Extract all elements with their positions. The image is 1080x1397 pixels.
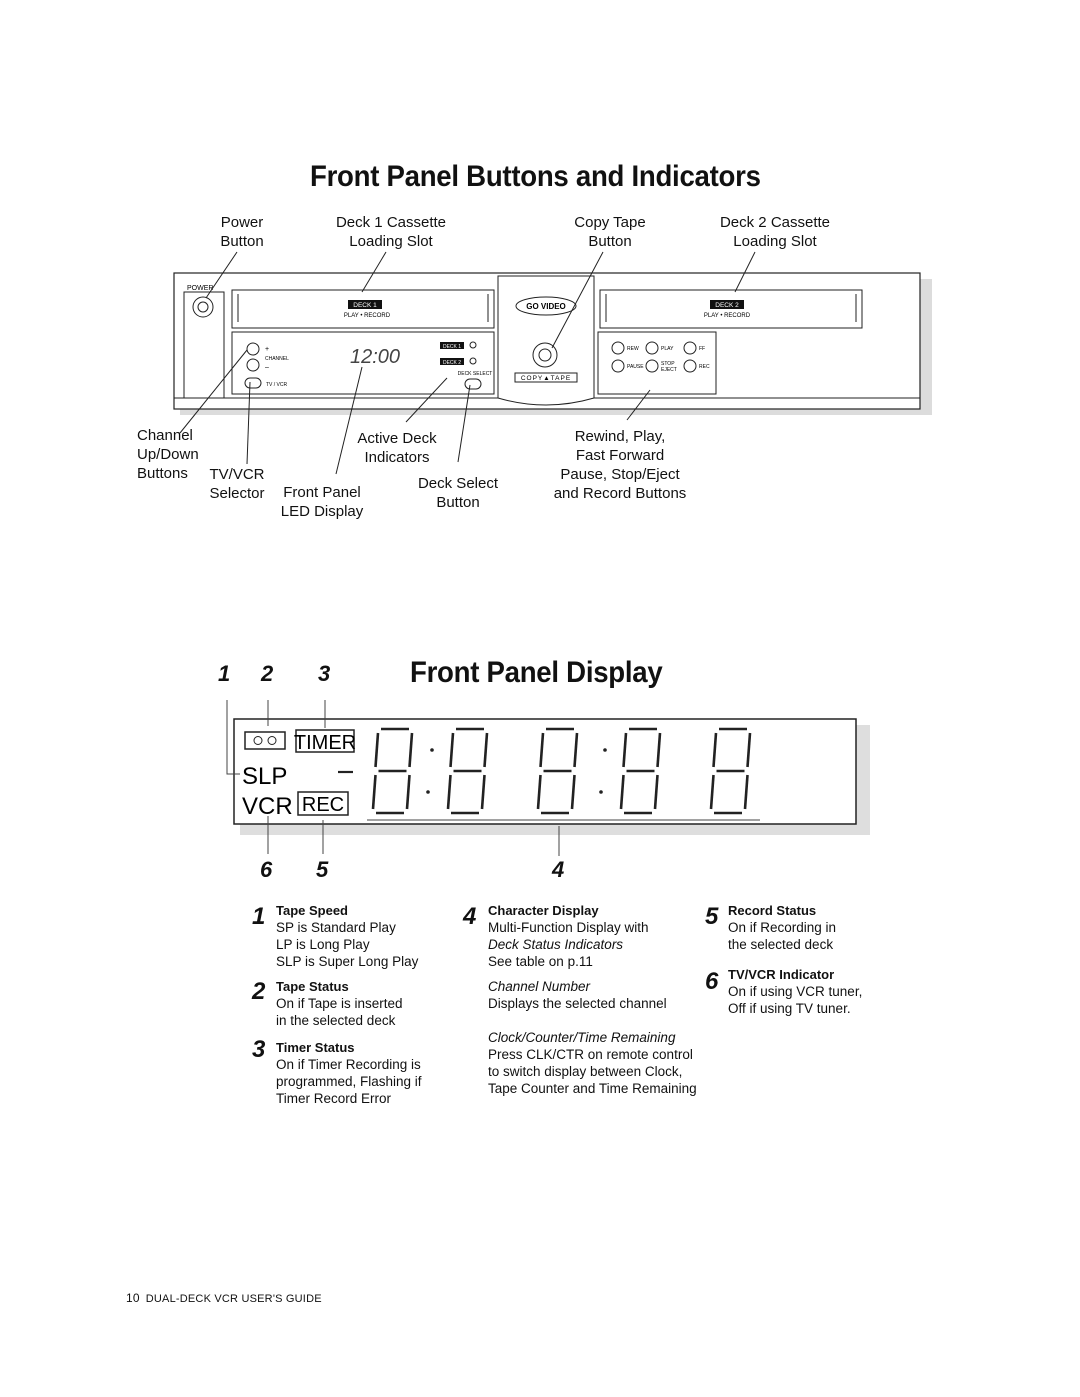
brand-logo bbox=[515, 296, 577, 316]
callout-tvvcr: TV/VCR Selector bbox=[209, 466, 265, 502]
legend-item-tape-status: Tape Status On if Tape is inserted in th… bbox=[276, 979, 403, 1028]
svg-text:FF: FF bbox=[699, 346, 705, 352]
vcr-front-panel: POWER DECK 1 PLAY • RECORD DECK 2 PLAY •… bbox=[173, 251, 932, 475]
display-marker-4: 4 bbox=[552, 857, 565, 882]
callout-power: Power Button bbox=[220, 214, 264, 250]
callout-copy-tape: Copy Tape Button bbox=[574, 214, 646, 250]
svg-text:STOP: STOP bbox=[661, 361, 675, 367]
svg-text:REC: REC bbox=[699, 364, 710, 370]
svg-text:DECK 1: DECK 1 bbox=[443, 344, 461, 350]
deck-select-button[interactable] bbox=[464, 378, 482, 390]
page-footer: 10 DUAL-DECK VCR USER'S GUIDE bbox=[126, 1291, 322, 1305]
display-marker-6: 6 bbox=[260, 857, 273, 882]
svg-text:TV / VCR: TV / VCR bbox=[266, 382, 288, 388]
display-leaders bbox=[226, 700, 760, 856]
callout-transport: Rewind, Play, Fast Forward Pause, Stop/E… bbox=[553, 428, 687, 502]
callout-deck-select: Deck Select Button bbox=[417, 475, 499, 511]
legend-item-record-status: Record Status On if Recording in the sel… bbox=[728, 903, 837, 952]
display-marker-2: 2 bbox=[261, 661, 274, 686]
rew-button[interactable] bbox=[611, 341, 625, 355]
legend-num-6: 6 bbox=[705, 968, 719, 995]
leader-lines bbox=[179, 251, 756, 475]
timer-indicator-box bbox=[295, 729, 355, 753]
callout-deck1-slot: Deck 1 Cassette Loading Slot bbox=[335, 214, 447, 250]
front-panel-display: TIMER SLP VCR REC bbox=[226, 700, 870, 856]
svg-text:COPY▲TAPE: COPY▲TAPE bbox=[521, 375, 571, 382]
timer-indicator: TIMER bbox=[294, 732, 356, 754]
channel-down-button[interactable] bbox=[246, 358, 260, 372]
callout-led-display: Front Panel LED Display bbox=[280, 484, 364, 520]
svg-text:PLAY • RECORD: PLAY • RECORD bbox=[704, 313, 751, 319]
rec-indicator-box bbox=[297, 791, 349, 816]
svg-text:PLAY • RECORD: PLAY • RECORD bbox=[344, 313, 391, 319]
ff-button[interactable] bbox=[683, 341, 697, 355]
rec-button[interactable] bbox=[683, 359, 697, 373]
footer-text: DUAL-DECK VCR USER'S GUIDE bbox=[145, 1293, 322, 1305]
svg-text:DECK 1: DECK 1 bbox=[353, 302, 377, 309]
callout-channel: Channel Up/Down Buttons bbox=[137, 427, 199, 482]
svg-text:CHANNEL: CHANNEL bbox=[265, 356, 289, 362]
led-clock: 12:00 bbox=[350, 346, 400, 368]
display-marker-3: 3 bbox=[318, 661, 331, 686]
svg-text:–: – bbox=[265, 364, 269, 371]
svg-text:+: + bbox=[265, 346, 269, 353]
power-button[interactable] bbox=[192, 296, 214, 318]
callout-active-deck: Active Deck Indicators bbox=[357, 430, 437, 466]
deck2-slot[interactable] bbox=[599, 289, 863, 329]
transport-region bbox=[597, 331, 717, 395]
svg-text:DECK 2: DECK 2 bbox=[443, 360, 461, 366]
svg-text:DECK 2: DECK 2 bbox=[715, 302, 739, 309]
stop-eject-button[interactable] bbox=[645, 359, 659, 373]
deck2-badge bbox=[710, 300, 744, 309]
svg-text:PAUSE: PAUSE bbox=[627, 364, 644, 370]
pause-button[interactable] bbox=[611, 359, 625, 373]
copy-tape-button[interactable] bbox=[532, 342, 558, 368]
play-button[interactable] bbox=[645, 341, 659, 355]
deck2-indicator bbox=[469, 357, 477, 365]
legend-item-tape-speed: Tape Speed SP is Standard Play LP is Lon… bbox=[276, 903, 419, 969]
rec-indicator: REC bbox=[302, 794, 344, 816]
channel-up-button[interactable] bbox=[246, 342, 260, 356]
legend-num-1: 1 bbox=[252, 903, 266, 930]
power-area bbox=[183, 291, 225, 399]
left-control-region bbox=[231, 331, 495, 395]
power-text: POWER bbox=[187, 285, 213, 292]
vcr-indicator: VCR bbox=[242, 793, 293, 820]
callout-deck2-slot: Deck 2 Cassette Loading Slot bbox=[719, 214, 831, 250]
slp-indicator: SLP bbox=[242, 763, 287, 790]
legend-item-character-display: Character Display Multi-Function Display… bbox=[488, 903, 697, 1096]
tape-status-icon bbox=[244, 731, 286, 750]
display-marker-1: 1 bbox=[218, 661, 231, 686]
display-marker-5: 5 bbox=[316, 857, 329, 882]
svg-text:DECK SELECT: DECK SELECT bbox=[458, 371, 493, 377]
deck1-badge bbox=[348, 300, 382, 309]
character-display bbox=[371, 727, 752, 815]
deck1-indicator bbox=[469, 341, 477, 349]
tvvcr-selector[interactable] bbox=[244, 377, 262, 389]
svg-text:EJECT: EJECT bbox=[661, 367, 677, 373]
legend-num-5: 5 bbox=[705, 903, 719, 930]
svg-text:PLAY: PLAY bbox=[661, 346, 674, 352]
section-title-buttons: Front Panel Buttons and Indicators bbox=[310, 160, 761, 193]
section-title-display: Front Panel Display bbox=[410, 656, 663, 689]
svg-text:GO VIDEO: GO VIDEO bbox=[526, 302, 566, 311]
svg-text:REW: REW bbox=[627, 346, 639, 352]
page-number: 10 bbox=[126, 1291, 140, 1305]
legend-item-tvvcr-indicator: TV/VCR Indicator On if using VCR tuner, … bbox=[728, 967, 863, 1016]
legend-num-2: 2 bbox=[252, 978, 266, 1005]
legend-num-4: 4 bbox=[463, 903, 477, 930]
legend-item-timer-status: Timer Status On if Timer Recording is pr… bbox=[276, 1040, 422, 1106]
legend-num-3: 3 bbox=[252, 1036, 266, 1063]
